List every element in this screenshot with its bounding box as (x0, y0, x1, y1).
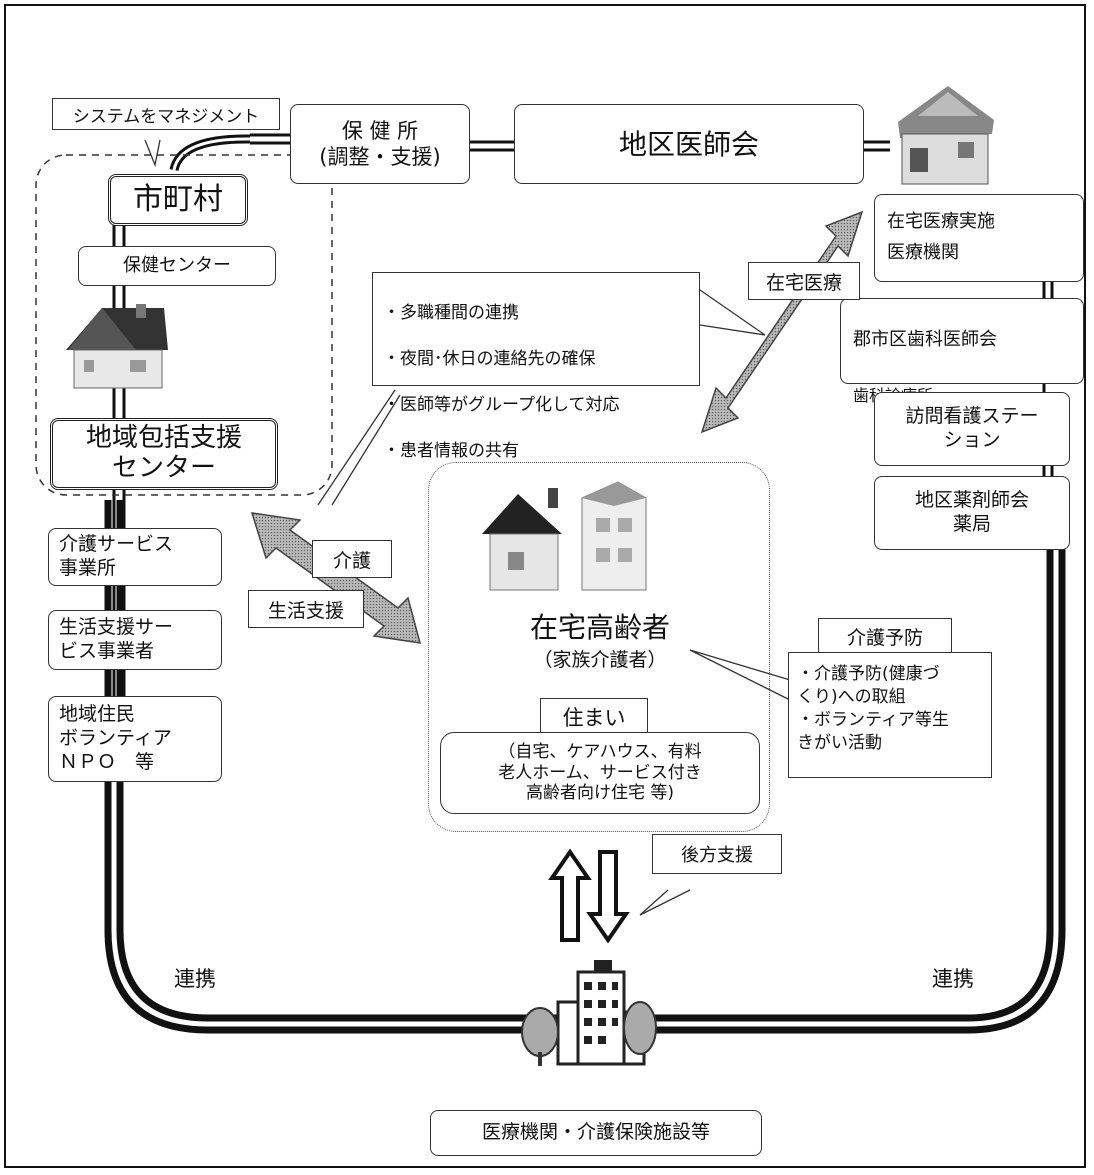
down-arrow (586, 850, 630, 944)
system-management-callout: システムをマネジメント (52, 98, 280, 130)
clinic-house-icon (898, 86, 994, 185)
coordination-item: ・夜間･休日の連絡先の確保 (383, 348, 596, 369)
health-center-local-box: 保健センター (78, 246, 276, 286)
residence-icon (482, 481, 647, 591)
link-label-right: 連携 (932, 967, 974, 991)
backup-support-callout: 後方支援 (652, 834, 782, 874)
care-prevention-callout: ・介護予防(健康づ くり)への取組 ・ボランティア等生 きがい活動 (788, 652, 992, 778)
care-prevention-label: 介護予防 (818, 618, 952, 654)
elderly-title: 在宅高齢者 (529, 611, 670, 644)
district-medical-assoc-box: 地区医師会 (514, 104, 864, 184)
housing-detail-box: （自宅、ケアハウス、有料 老人ホーム、サービス付き 高齢者向け住宅 等) (440, 732, 760, 814)
dental-assoc-title: 郡市区歯科医師会 (853, 329, 997, 350)
pharmacy-box: 地区薬剤師会 薬局 (874, 476, 1070, 550)
care-label: 介護 (312, 540, 392, 578)
home-medical-care-label: 在宅医療 (748, 262, 860, 300)
municipal-group-border (35, 154, 333, 496)
life-support-box: 生活支援サー ビス事業者 (48, 610, 222, 670)
medical-care-arrow (700, 210, 864, 434)
health-center-box: 保 健 所 (調整・支援) (290, 104, 470, 184)
family-caregiver-label: （家族介護者） (533, 649, 667, 671)
house-icon (66, 304, 168, 389)
coordination-callout: ・多職種間の連携 ・夜間･休日の連絡先の確保 ・医師等がグループ化して対応 ・患… (372, 272, 700, 461)
health-center-title: 保 健 所 (341, 118, 419, 143)
elderly-group (428, 462, 770, 832)
coordination-item: ・医師等がグループ化して対応 (383, 394, 620, 415)
life-support-label: 生活支援 (248, 590, 364, 628)
care-service-box: 介護サービス 事業所 (48, 528, 222, 586)
home-medical-institution-box: 在宅医療実施 医療機関 (874, 194, 1084, 282)
hospital-icon (521, 960, 657, 1066)
coordination-item: ・患者情報の共有 (383, 440, 519, 461)
housing-label: 住まい (540, 698, 648, 736)
visiting-nursing-box: 訪問看護ステー ション (874, 392, 1070, 466)
residents-box: 地域住民 ボランティア ＮＰＯ 等 (48, 696, 222, 782)
community-support-center-box: 地域包括支援 センター (50, 418, 278, 490)
coordination-item: ・多職種間の連携 (383, 302, 519, 323)
institutions-box: 医療機関・介護保険施設等 (430, 1110, 762, 1156)
diagram-frame (4, 4, 1086, 1168)
up-arrow (548, 848, 592, 942)
care-arrow (250, 512, 422, 644)
municipality-box: 市町村 (108, 174, 248, 226)
dental-assoc-box: 郡市区歯科医師会 歯科診療所 (840, 298, 1084, 405)
link-label-left: 連携 (174, 967, 216, 991)
health-center-subtitle: (調整・支援) (319, 145, 441, 169)
